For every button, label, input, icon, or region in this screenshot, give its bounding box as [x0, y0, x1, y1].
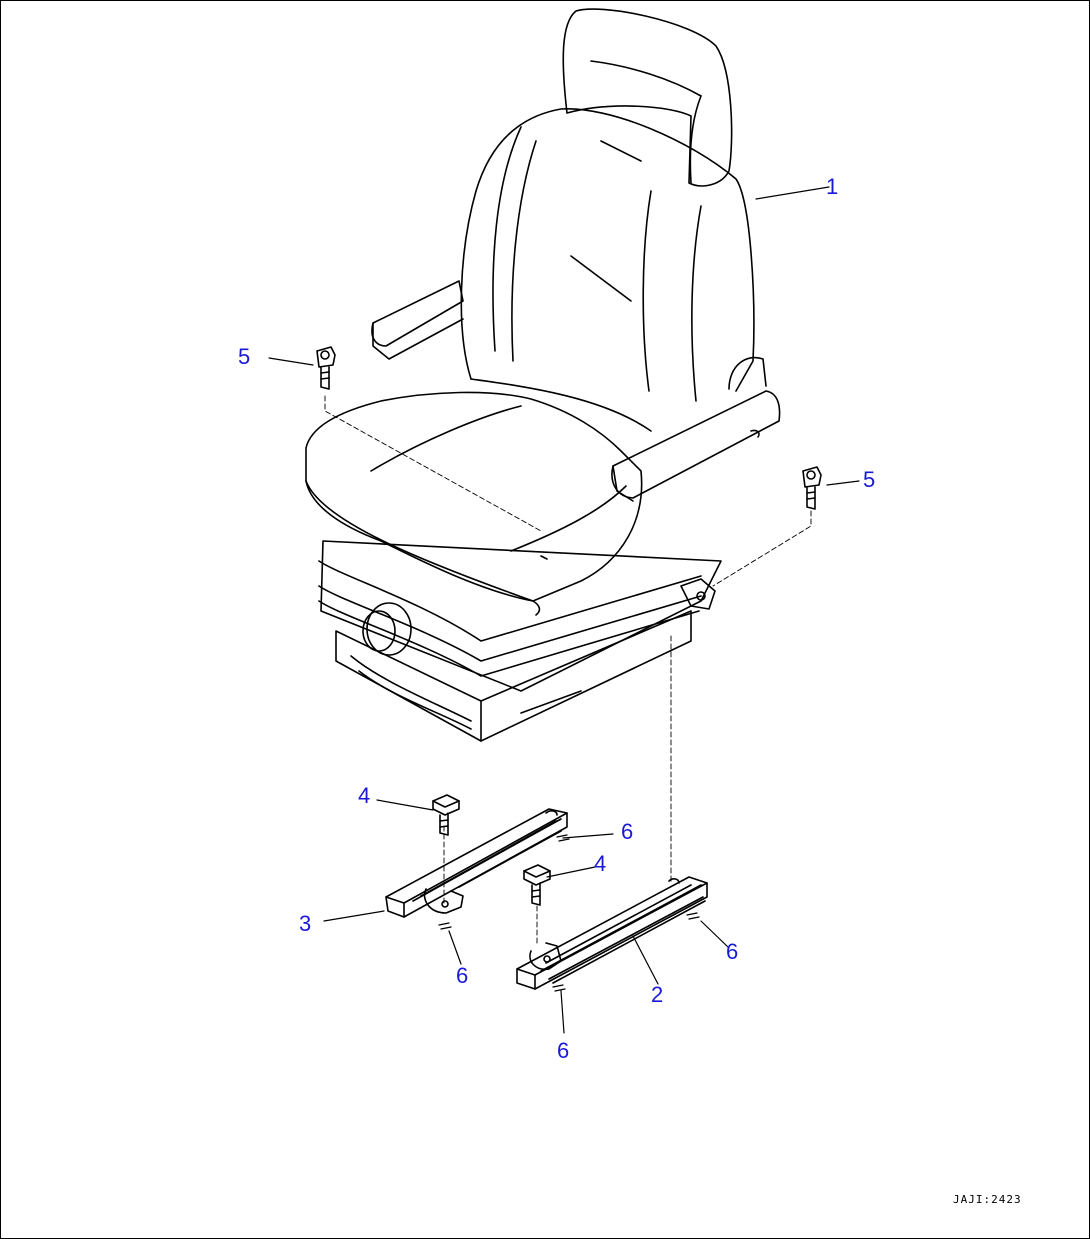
callout-4-right: 4 [594, 851, 607, 876]
operator-seat [305, 8, 781, 742]
bolt-5-right [802, 466, 822, 510]
callout-6-bottom: 6 [557, 1038, 570, 1063]
pins-6 [438, 834, 700, 992]
callout-5-right: 5 [863, 467, 876, 492]
slide-rail-3 [385, 808, 568, 918]
center-lines [324, 395, 812, 947]
bolt-4-left [432, 794, 460, 836]
bolt-5-left [316, 346, 336, 390]
callout-6-left: 6 [456, 963, 469, 988]
callout-2: 2 [651, 982, 664, 1007]
callout-6-right: 6 [726, 939, 739, 964]
callout-5-left: 5 [238, 344, 251, 369]
callout-6-top: 6 [621, 819, 634, 844]
callout-1: 1 [826, 174, 839, 199]
bolt-4-right [523, 864, 551, 906]
drawing-reference-code: JAJI:2423 [953, 1193, 1022, 1206]
callout-4-left: 4 [358, 783, 371, 808]
callout-3: 3 [299, 911, 312, 936]
leader-lines [268, 186, 860, 1034]
slide-rail-2 [516, 876, 708, 990]
